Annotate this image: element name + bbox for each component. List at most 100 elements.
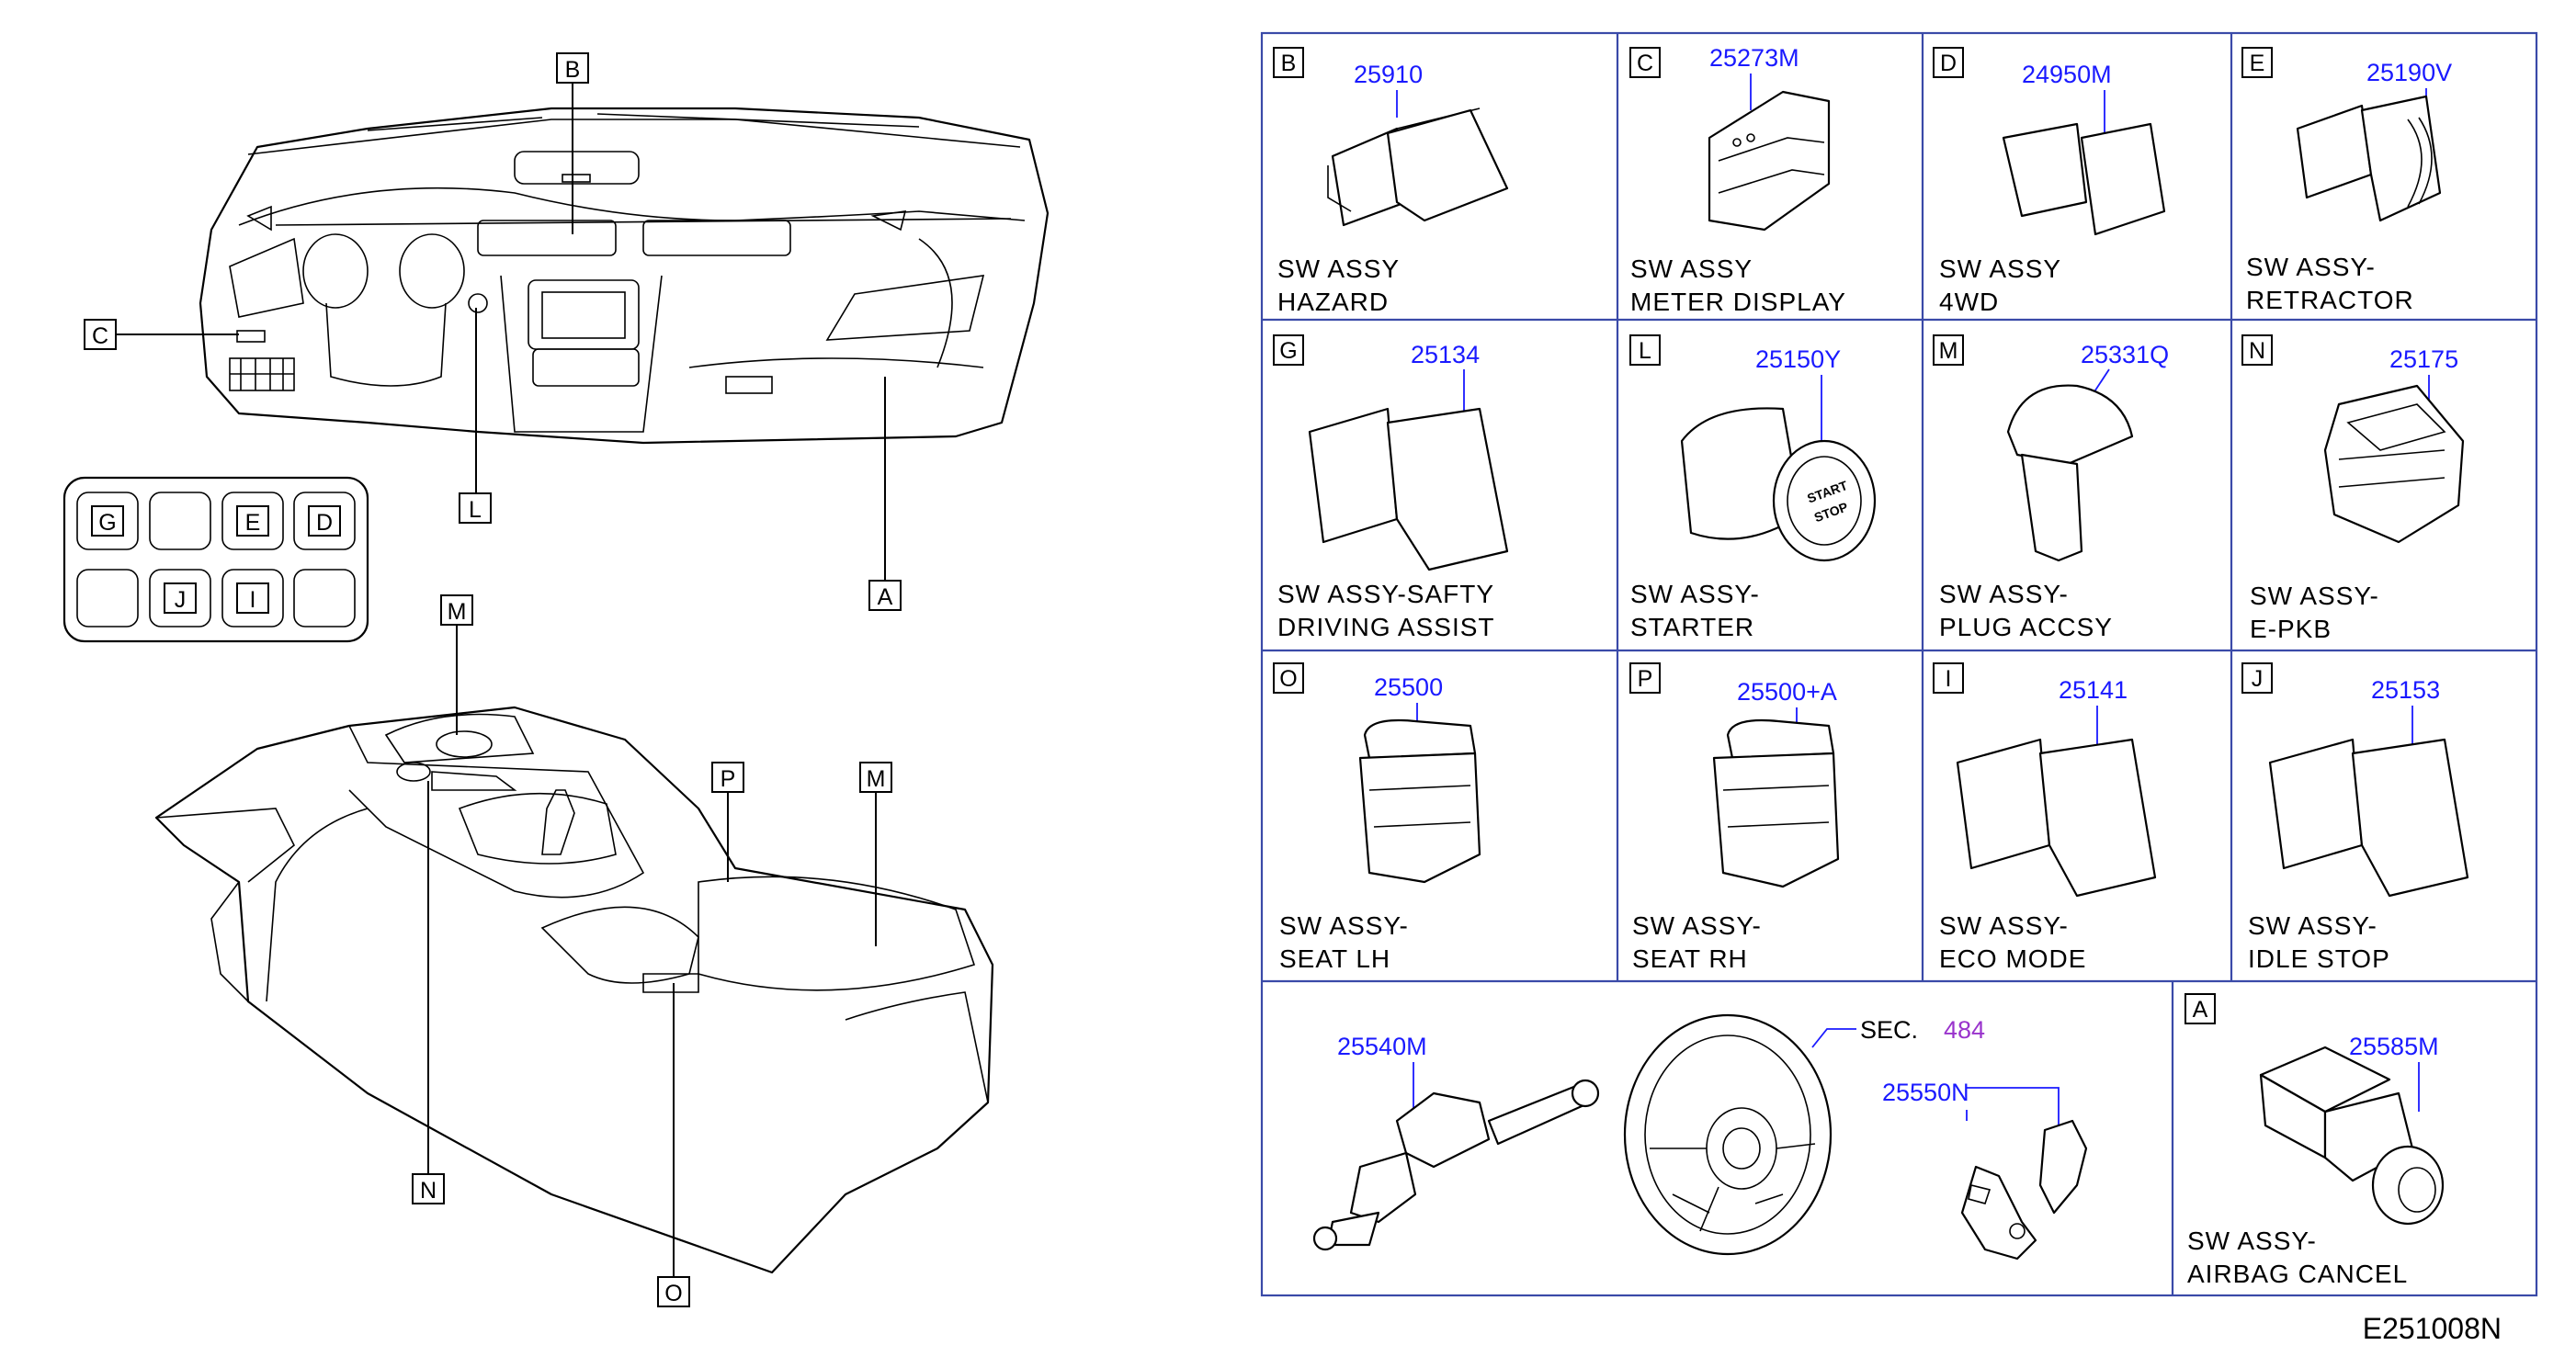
svg-text:C: C [92,323,108,349]
svg-text:D: D [316,510,333,536]
cell-N: N 25175 SW ASSY- E-PKB [2241,334,2465,643]
svg-text:25500: 25500 [1374,673,1443,701]
svg-text:SW ASSY: SW ASSY [1277,254,1400,283]
svg-text:G: G [1279,338,1297,364]
cell-C: C 25273M SW ASSY METER DISPLAY [1629,44,1846,316]
callout-O: O [657,983,690,1307]
callout-A: A [868,377,902,611]
cell-combo-steering: 25540M SEC. 484 25550N [1312,1013,2088,1261]
cell-L: L 25150Y START STOP SW ASSY- STARTER [1629,334,1877,641]
svg-text:SW ASSY-: SW ASSY- [1279,911,1409,940]
svg-text:A: A [2193,997,2208,1023]
svg-text:J: J [2252,666,2264,692]
svg-text:B: B [1281,51,1297,76]
svg-text:IDLE STOP: IDLE STOP [2248,944,2390,973]
cell-P: P 25500+A SW ASSY- SEAT RH [1629,662,1840,973]
svg-text:SW ASSY-: SW ASSY- [1632,911,1762,940]
svg-text:25150Y: 25150Y [1755,345,1841,373]
svg-text:ECO MODE: ECO MODE [1939,944,2086,973]
cell-I: I 25141 SW ASSY- ECO MODE [1933,662,2157,973]
cell-G: G 25134 SW ASSY-SAFTY DRIVING ASSIST [1273,334,1509,641]
svg-text:METER DISPLAY: METER DISPLAY [1630,288,1846,316]
svg-text:M: M [448,599,467,625]
svg-text:AIRBAG CANCEL: AIRBAG CANCEL [2187,1260,2408,1288]
parts-grid [1260,31,2538,1297]
dashboard-illustration [199,107,1050,445]
svg-text:SW ASSY: SW ASSY [1939,254,2061,283]
callout-M-console: M [440,594,473,735]
svg-text:M: M [1939,338,1958,364]
svg-text:J: J [175,587,187,613]
svg-text:SW ASSY: SW ASSY [1630,254,1753,283]
svg-text:RETRACTOR: RETRACTOR [2246,286,2414,314]
combo-switch-drawing [1312,1079,1600,1251]
svg-text:I: I [250,587,256,613]
svg-text:SW ASSY-: SW ASSY- [2250,582,2379,610]
svg-text:PLUG ACCSY: PLUG ACCSY [1939,613,2113,641]
svg-text:E: E [2250,51,2265,76]
svg-text:25273M: 25273M [1709,44,1799,72]
center-console-illustration [154,706,994,1274]
svg-text:24950M: 24950M [2022,61,2112,88]
svg-text:SEC.: SEC. [1860,1016,1918,1044]
switch-panel: G E D J I [62,476,369,643]
cell-M: M 25331Q SW ASSY- PLUG ACCSY [1933,334,2169,641]
svg-text:4WD: 4WD [1939,288,1999,316]
svg-text:G: G [98,510,116,536]
svg-text:P: P [721,766,736,792]
svg-text:SEAT LH: SEAT LH [1279,944,1390,973]
svg-text:M: M [867,766,886,792]
svg-text:25175: 25175 [2389,345,2458,373]
svg-text:P: P [1638,666,1653,692]
svg-text:O: O [1279,666,1297,692]
svg-text:I: I [1946,666,1952,692]
svg-text:25910: 25910 [1354,61,1423,88]
svg-text:25540M: 25540M [1337,1033,1427,1060]
callout-B: B [556,52,589,234]
cell-A: A 25585M SW ASSY- AIRBAG CANCEL [2184,993,2445,1288]
svg-text:SW ASSY-: SW ASSY- [1630,580,1760,608]
svg-text:STARTER: STARTER [1630,613,1754,641]
svg-text:25550N: 25550N [1882,1079,1969,1106]
callout-C: C [84,319,239,350]
diagram-code: E251008N [2363,1312,2502,1345]
svg-text:N: N [2249,338,2265,364]
svg-text:SW ASSY-: SW ASSY- [2248,911,2377,940]
svg-text:E: E [245,510,261,536]
svg-text:O: O [664,1281,682,1306]
callout-M-armrest: M [859,762,892,946]
svg-text:SW ASSY-: SW ASSY- [2246,253,2376,281]
svg-text:DRIVING ASSIST: DRIVING ASSIST [1277,613,1495,641]
cell-D: D 24950M SW ASSY 4WD [1933,47,2166,316]
svg-text:25153: 25153 [2371,676,2440,704]
svg-text:25141: 25141 [2059,676,2128,704]
steering-switch-drawing [1960,1119,2088,1261]
callout-P: P [711,762,744,882]
callout-L: L [459,308,492,524]
svg-text:25585M: 25585M [2349,1033,2439,1060]
svg-text:B: B [565,57,581,83]
svg-text:E-PKB: E-PKB [2250,615,2332,643]
svg-text:SW ASSY-: SW ASSY- [1939,580,2069,608]
svg-text:25331Q: 25331Q [2081,341,2169,368]
callout-N: N [412,781,445,1204]
svg-text:SW ASSY-: SW ASSY- [2187,1227,2317,1255]
svg-text:484: 484 [1944,1016,1985,1044]
cell-O: O 25500 SW ASSY- SEAT LH [1273,662,1481,973]
svg-text:A: A [878,584,893,610]
cell-J: J 25153 SW ASSY- IDLE STOP [2241,662,2469,973]
svg-text:25190V: 25190V [2366,59,2452,86]
svg-text:N: N [420,1178,437,1204]
svg-text:HAZARD: HAZARD [1277,288,1389,316]
svg-text:L: L [469,497,482,523]
svg-text:C: C [1637,51,1653,76]
svg-text:SW ASSY-: SW ASSY- [1939,911,2069,940]
svg-text:25500+A: 25500+A [1737,678,1837,706]
svg-text:25134: 25134 [1411,341,1480,368]
svg-text:D: D [1940,51,1957,76]
steering-wheel-drawing [1623,1013,1833,1256]
svg-text:SW ASSY-SAFTY: SW ASSY-SAFTY [1277,580,1494,608]
svg-text:SEAT RH: SEAT RH [1632,944,1748,973]
cell-B: B 25910 SW ASSY HAZARD [1273,47,1509,316]
